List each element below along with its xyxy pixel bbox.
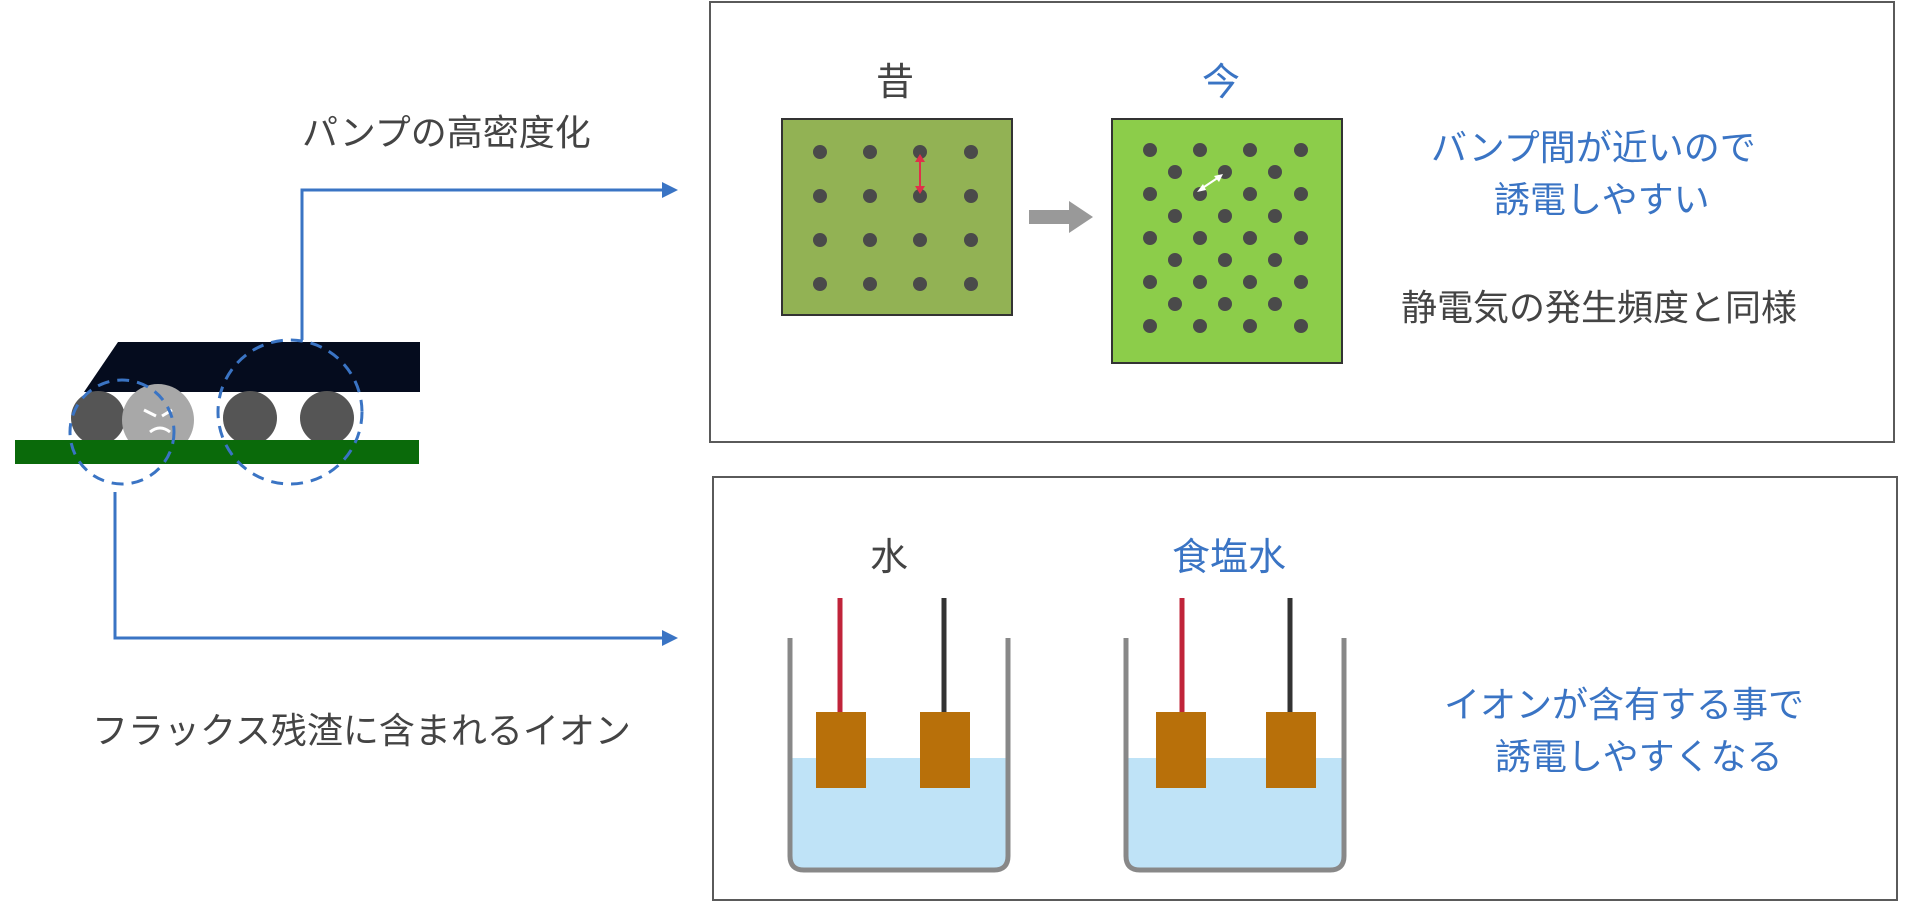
bump-dot: [1294, 275, 1308, 289]
bump-dot: [1143, 143, 1157, 157]
electrode: [920, 712, 970, 788]
bump-dot: [1268, 209, 1282, 223]
bump-dot: [1294, 143, 1308, 157]
static-frequency-note: 静電気の発生頻度と同様: [1401, 288, 1798, 329]
bump-dot: [1243, 319, 1257, 333]
highlight-circle-bumps: [216, 338, 364, 486]
bump-dot: [1168, 209, 1182, 223]
bump-row: [71, 384, 354, 456]
bump-dot: [1193, 231, 1207, 245]
ion-note-line2: 誘電しやすくなる: [1495, 737, 1783, 778]
chip-body: [84, 342, 420, 392]
bump-dot: [1268, 165, 1282, 179]
connector-bottom: [113, 492, 665, 640]
bump-dot: [1294, 187, 1308, 201]
bump-density-panel: 昔 今 バンプ間が近いので 誘電しやすい 静電気の発生頻度と同様: [709, 1, 1895, 443]
bump-dot: [1218, 209, 1232, 223]
bump-dot: [1143, 187, 1157, 201]
proximity-note-line2: 誘電しやすい: [1494, 180, 1710, 221]
bump-dot: [1168, 253, 1182, 267]
bump-dot: [1243, 187, 1257, 201]
electrode: [1156, 712, 1206, 788]
bump-dot: [1193, 143, 1207, 157]
bump-dot: [1243, 143, 1257, 157]
bump-dot: [1193, 319, 1207, 333]
bump-dot: [1168, 165, 1182, 179]
bump-dot: [1168, 297, 1182, 311]
electrode: [816, 712, 866, 788]
bump-dot: [1268, 297, 1282, 311]
pcb-board: [15, 440, 419, 464]
arrowhead-top: [662, 182, 678, 198]
saltwater-beaker: [1123, 598, 1347, 873]
before-label: 昔: [876, 60, 915, 104]
bump-density-label: パンプの高密度化: [302, 113, 591, 154]
spacing-arrow-icon: [915, 154, 925, 194]
water-beaker: [787, 598, 1011, 873]
electrode: [1266, 712, 1316, 788]
flux-ion-panel: 水 食塩水 イオンが含有する事で 誘電しやすくなる: [712, 476, 1898, 901]
bump: [300, 391, 354, 445]
new-bump-grid: [1111, 118, 1343, 364]
highlight-circle-flux: [68, 378, 176, 486]
ion-note-line1: イオンが含有する事で: [1444, 685, 1805, 726]
bump-dot: [1294, 319, 1308, 333]
bump-dot: [1243, 275, 1257, 289]
bump-dot: [1268, 253, 1282, 267]
bump-dot: [1218, 297, 1232, 311]
bump-dot: [1294, 231, 1308, 245]
bump-dot: [1218, 253, 1232, 267]
flux-ions-label: フラックス残渣に含まれるイオン: [92, 711, 631, 752]
transition-arrow-icon: [1029, 201, 1093, 233]
water-label: 水: [870, 535, 909, 579]
bump-dot: [1143, 319, 1157, 333]
bump-angry: [122, 384, 194, 456]
connector-top: [300, 188, 665, 340]
bump-dot: [1243, 231, 1257, 245]
bump: [223, 391, 277, 445]
saltwater-label: 食塩水: [1172, 535, 1287, 579]
bump-dot: [1143, 231, 1157, 245]
arrowhead-bottom: [662, 630, 678, 646]
proximity-note-line1: バンプ間が近いので: [1431, 128, 1756, 169]
old-bump-grid: [781, 118, 1013, 316]
after-label: 今: [1202, 60, 1241, 104]
spacing-arrow-icon: [1197, 174, 1223, 192]
bump-dot: [1193, 275, 1207, 289]
bump: [71, 391, 125, 445]
bump-dot: [1143, 275, 1157, 289]
